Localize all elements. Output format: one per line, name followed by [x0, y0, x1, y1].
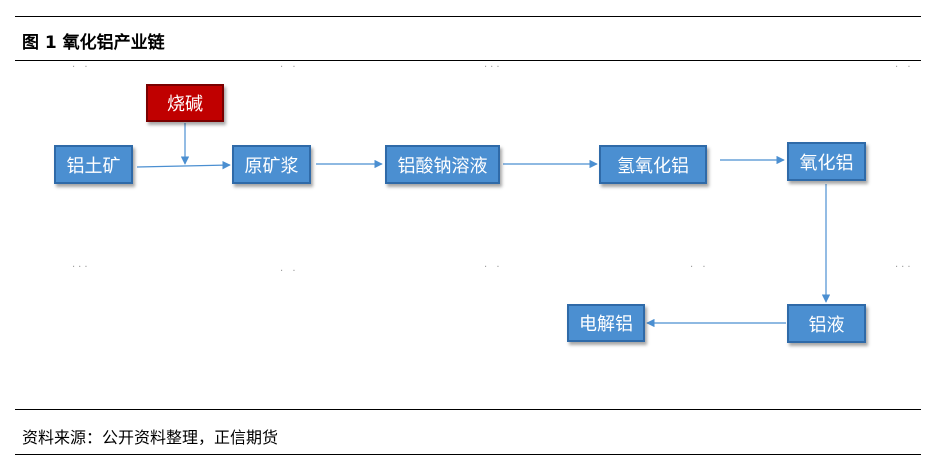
background-dots: ··· — [484, 62, 503, 73]
source-rule — [15, 409, 921, 410]
background-dots: · · — [280, 266, 299, 277]
top-rule — [15, 16, 921, 17]
background-dots: · · — [280, 62, 299, 73]
node-electrolytic-aluminum: 电解铝 — [567, 304, 645, 342]
background-dots: · · — [690, 262, 709, 273]
bottom-rule — [15, 454, 921, 455]
figure-title: 图 1 氧化铝产业链 — [22, 33, 165, 53]
arrow-bauxite-to-slurry — [136, 160, 231, 170]
node-aluminum-liquid: 铝液 — [787, 304, 866, 343]
node-alumina: 氧化铝 — [787, 142, 866, 181]
node-caustic-soda: 烧碱 — [146, 84, 224, 122]
node-sodium-aluminate: 铝酸钠溶液 — [385, 145, 500, 184]
background-dots: · · — [72, 62, 91, 73]
source-note: 资料来源：公开资料整理，正信期货 — [22, 428, 279, 447]
node-ore-slurry: 原矿浆 — [232, 145, 311, 184]
background-dots: · · — [484, 262, 503, 273]
node-bauxite: 铝土矿 — [54, 145, 133, 184]
node-aluminum-hydroxide: 氢氧化铝 — [599, 145, 707, 184]
background-dots: ··· — [895, 262, 914, 273]
background-dots: ··· — [72, 262, 91, 273]
title-rule — [15, 60, 921, 61]
background-dots: · · — [895, 62, 914, 73]
